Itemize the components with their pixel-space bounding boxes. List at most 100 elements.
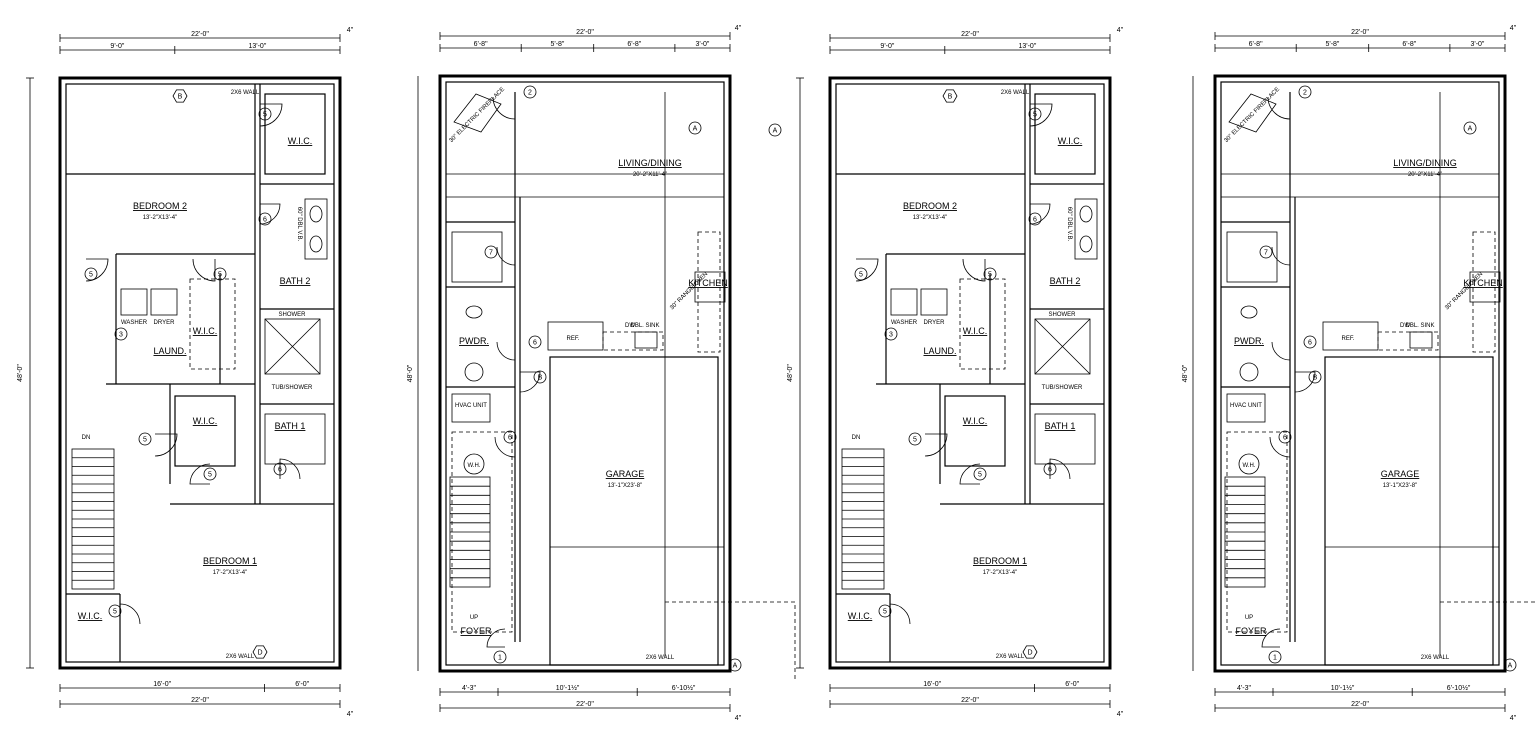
room-size-bed2: 13'-2"X13'-4": [143, 215, 178, 221]
svg-text:D: D: [1027, 650, 1032, 657]
depth-dim: 48'-0": [1182, 364, 1189, 382]
dimension-label: 22'-0": [576, 701, 594, 708]
plan-note: DW: [1400, 323, 1410, 329]
door-swing: [889, 603, 911, 625]
room-name-living: LIVING/DINING: [618, 158, 682, 168]
room-name-pwdr: PWDR.: [1234, 336, 1264, 346]
svg-text:D: D: [257, 650, 262, 657]
dimension-label: 6'-8": [1402, 41, 1416, 48]
reference-tag: 6: [258, 212, 272, 226]
room-name-foyer: FOYER: [460, 626, 492, 636]
dimension-label: 5'-8": [550, 41, 564, 48]
room-name-garage: GARAGE: [606, 469, 645, 479]
plan-note: 2X6 WALL: [646, 655, 675, 661]
plan-note: TUB/SHOWER: [272, 385, 313, 391]
reference-tag: 1: [493, 650, 507, 664]
hvac-unit: [1226, 393, 1266, 423]
svg-text:6: 6: [1048, 467, 1052, 474]
plan-note: 2X6 WALL: [1421, 655, 1450, 661]
reference-tag: 5: [973, 467, 987, 481]
dimension-label: 22'-0": [961, 31, 979, 38]
dimension-label: 10'-1½": [1331, 684, 1355, 692]
garage-wall: [549, 356, 719, 666]
top-segment-dims: 6'-8"5'-8"6'-8"3'-0": [439, 41, 731, 52]
reference-tag: B: [1308, 370, 1322, 384]
plan-note: WASHER: [121, 320, 148, 326]
reference-tag: 1: [1268, 650, 1282, 664]
reference-tag: 7: [484, 245, 498, 259]
reference-tag: 5: [213, 267, 227, 281]
dryer: [150, 288, 178, 316]
bottom-segment-dims: 4'-3"10'-1½"6'-10½": [1214, 684, 1506, 696]
dimension-label: 13'-0": [248, 43, 266, 50]
plan-note: 60" DBL V.B.: [1066, 207, 1072, 242]
closet-wall: [944, 395, 1006, 467]
washer: [120, 288, 148, 316]
plan-note: WASHER: [891, 320, 918, 326]
double-sink: [1409, 331, 1433, 349]
svg-text:5: 5: [978, 472, 982, 479]
reference-tag: 5: [854, 267, 868, 281]
edge-dim: 4": [1510, 715, 1517, 722]
bottom-segment-dims: 16'-0"6'-0": [59, 681, 341, 692]
room-name-garage: GARAGE: [1381, 469, 1420, 479]
svg-text:B: B: [538, 375, 543, 382]
reference-tag: 5: [983, 267, 997, 281]
door-swing: [959, 463, 981, 485]
double-sink: [634, 331, 658, 349]
exterior-wall-inner: [835, 83, 1105, 663]
water-heater: [463, 453, 485, 475]
plan-note: HVAC UNIT: [455, 403, 487, 409]
plan-note: UP: [1245, 615, 1253, 621]
room-size-living: 20'-2"X11'-4": [633, 172, 667, 178]
toilet: [1240, 305, 1258, 319]
upper-floor-plan-1: 22'-0"9'-0"13'-0"16'-0"6'-0"22'-0"4"4"48…: [17, 27, 354, 718]
plan-note: REF.: [566, 336, 579, 342]
shower: [1034, 318, 1091, 375]
svg-text:6: 6: [508, 435, 512, 442]
svg-text:A: A: [1508, 663, 1513, 670]
dimension-label: 6'-8": [474, 41, 488, 48]
reference-tag: 6: [528, 335, 542, 349]
plan-note: DBL. SINK: [1405, 323, 1434, 329]
room-name-bath2: BATH 2: [1050, 276, 1081, 286]
dimension-label: 6'-8": [1249, 41, 1263, 48]
plan-note: 2X6 WALL: [1001, 90, 1030, 96]
staircase: [1224, 476, 1266, 588]
room-name-kitchen: KITCHEN: [1463, 278, 1503, 288]
door-swing: [924, 433, 948, 457]
counter-side: [1472, 231, 1496, 353]
fireplace: [1228, 93, 1277, 133]
room-name-bath2: BATH 2: [280, 276, 311, 286]
room-name-living: LIVING/DINING: [1393, 158, 1457, 168]
counter-side: [697, 231, 721, 353]
room-name-bath1: BATH 1: [1045, 421, 1076, 431]
svg-text:2: 2: [1303, 90, 1307, 97]
bottom-segment-dims: 4'-3"10'-1½"6'-10½": [439, 684, 731, 696]
plan-note: DRYER: [154, 320, 176, 326]
vanity: [304, 198, 328, 260]
reference-tag: B: [533, 370, 547, 384]
edge-dim: 4": [1117, 27, 1124, 34]
dimension-label: 3'-0": [695, 41, 709, 48]
bottom-total-dim: 22'-0": [1214, 701, 1506, 712]
room-size-bed2: 13'-2"X13'-4": [913, 215, 948, 221]
svg-text:5: 5: [883, 609, 887, 616]
closet-wall: [174, 395, 236, 467]
room-name-foyer: FOYER: [1235, 626, 1267, 636]
top-segment-dims: 9'-0"13'-0": [59, 43, 341, 54]
closet-outline: [189, 278, 236, 370]
wall-line: [1034, 318, 1091, 375]
svg-text:5: 5: [988, 272, 992, 279]
svg-text:A: A: [1468, 126, 1473, 133]
room-name-wic2: W.I.C.: [963, 326, 988, 336]
door-swing: [154, 433, 178, 457]
plan-note: SHOWER: [279, 312, 307, 318]
edge-dim: 4": [735, 25, 742, 32]
door-swing: [192, 258, 216, 282]
room-size-garage: 13'-1"X23'-8": [608, 483, 643, 489]
room-name-pwdr: PWDR.: [459, 336, 489, 346]
plan-note: DN: [82, 435, 91, 441]
reference-tag: 6: [1043, 462, 1057, 476]
room-name-wic4: W.I.C.: [78, 611, 103, 621]
